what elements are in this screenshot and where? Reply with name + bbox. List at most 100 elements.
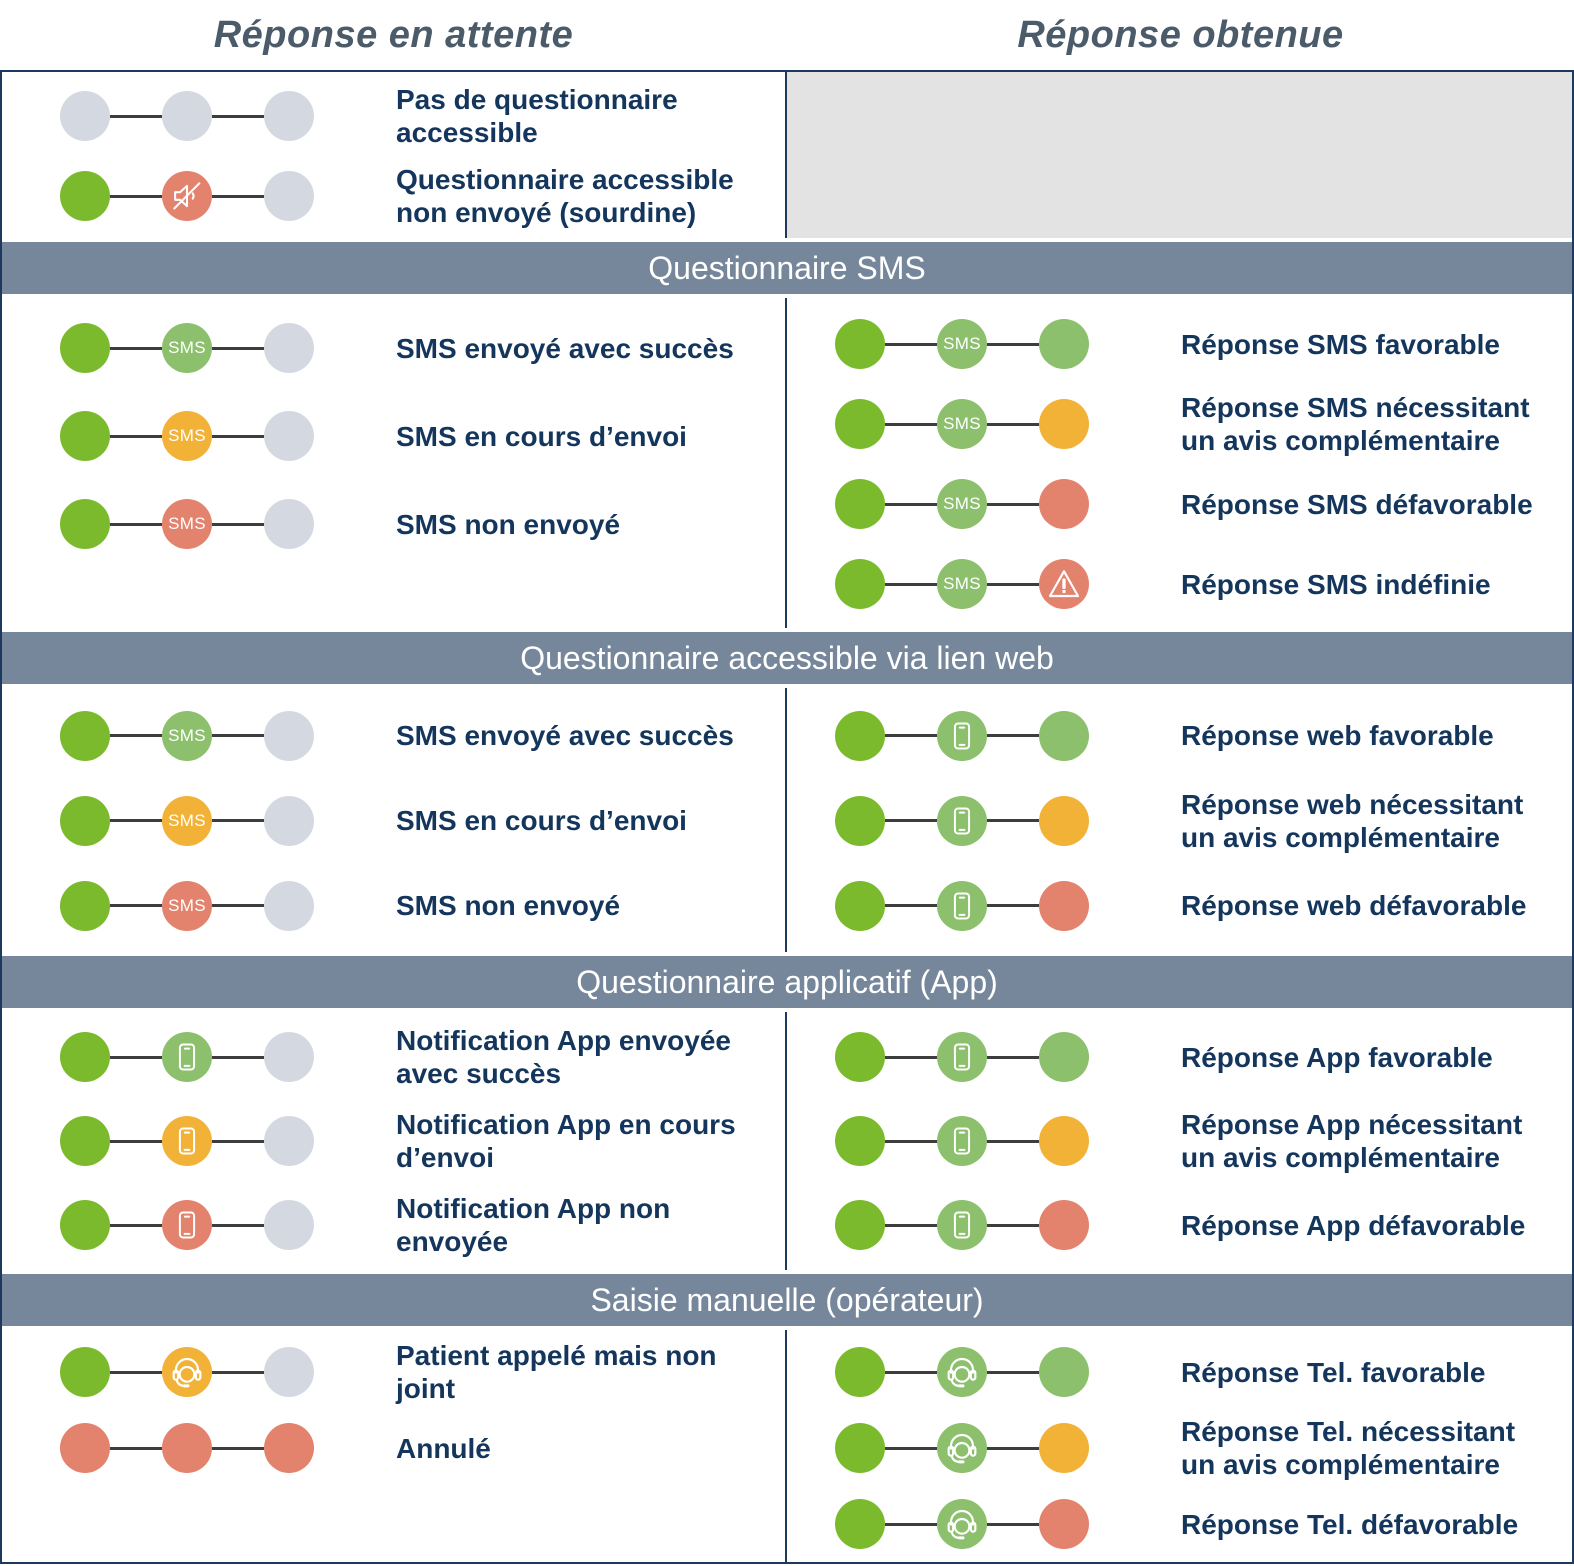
section-banner-manual: Saisie manuelle (opérateur) (2, 1274, 1572, 1326)
status-dot (1039, 559, 1089, 609)
status-row: Patient appelé mais non joint (2, 1334, 785, 1410)
status-label: Réponse SMS nécessitant un avis compléme… (1181, 392, 1530, 456)
status-dot: SMS (937, 399, 987, 449)
status-dot (1039, 1347, 1089, 1397)
column-header-left: Réponse en attente (213, 13, 574, 56)
status-dot (264, 880, 314, 931)
status-row: Notification App envoyée avec succès (2, 1015, 785, 1099)
connector (110, 346, 162, 350)
section-web-right-column: Réponse web favorable Réponse web nécess… (787, 688, 1572, 952)
connector (885, 1446, 937, 1450)
connector (110, 114, 162, 118)
connector (212, 1223, 264, 1227)
status-label: Réponse SMS favorable (1181, 328, 1500, 360)
connector (110, 904, 162, 907)
status-dot (60, 1423, 110, 1473)
section-app: Notification App envoyée avec succès Not… (2, 1012, 1572, 1270)
sms-icon: SMS (168, 810, 206, 830)
connector (987, 904, 1039, 907)
status-tracker: SMS (60, 411, 314, 461)
status-label: Réponse SMS défavorable (1181, 488, 1533, 520)
status-label: Réponse Tel. favorable (1181, 1356, 1486, 1388)
status-dot: SMS (937, 319, 987, 369)
status-dot (60, 171, 110, 221)
status-row: Réponse web défavorable (787, 863, 1572, 948)
connector (987, 819, 1039, 822)
connector (212, 1139, 264, 1143)
connector (885, 1223, 937, 1227)
status-label: Réponse Tel. défavorable (1181, 1508, 1519, 1540)
status-dot (162, 1200, 212, 1250)
status-row: SMS Réponse SMS favorable (787, 304, 1572, 384)
connector (885, 342, 937, 346)
connector (110, 1139, 162, 1143)
status-dot (835, 1032, 885, 1082)
status-dot (1039, 710, 1089, 761)
status-row: Réponse Tel. nécessitant un avis complém… (787, 1410, 1572, 1486)
status-label: Réponse web nécessitant un avis compléme… (1181, 788, 1524, 853)
status-dot (1039, 399, 1089, 449)
status-dot (162, 1347, 212, 1397)
status-dot (835, 1423, 885, 1473)
status-dot (835, 1116, 885, 1166)
connector (212, 734, 264, 737)
connector (987, 422, 1039, 426)
connector (885, 1370, 937, 1374)
status-tracker (60, 171, 314, 221)
status-dot (162, 1116, 212, 1166)
status-dot (835, 479, 885, 529)
status-tracker: SMS (835, 559, 1089, 609)
status-label: Réponse Tel. nécessitant un avis complém… (1181, 1416, 1516, 1480)
status-tracker (835, 1200, 1089, 1250)
sms-icon: SMS (943, 574, 981, 593)
connector (885, 422, 937, 426)
status-tracker: SMS (60, 880, 314, 931)
status-row: Notification App non envoyée (2, 1183, 785, 1267)
status-dot (60, 411, 110, 461)
sms-icon: SMS (943, 414, 981, 433)
status-row: Réponse App défavorable (787, 1183, 1572, 1267)
section-app-left-column: Notification App envoyée avec succès Not… (2, 1012, 787, 1270)
status-tracker (835, 1423, 1089, 1473)
status-dot (1039, 1116, 1089, 1166)
status-tracker (835, 1032, 1089, 1082)
connector (987, 1139, 1039, 1143)
status-dot (1039, 1499, 1089, 1549)
status-label: Annulé (396, 1432, 491, 1464)
sms-icon: SMS (168, 426, 206, 445)
status-legend-table: Pas de questionnaire accessible Question… (0, 70, 1574, 1564)
warning-icon (1048, 570, 1080, 598)
phone-icon (953, 722, 971, 749)
phone-icon (178, 1211, 196, 1239)
section-top-left-column: Pas de questionnaire accessible Question… (2, 72, 787, 238)
connector (987, 582, 1039, 586)
status-tracker: SMS (60, 710, 314, 761)
status-label: Réponse SMS indéfinie (1181, 568, 1491, 600)
connector (987, 1522, 1039, 1526)
status-dot (835, 1200, 885, 1250)
status-label: Réponse web défavorable (1181, 890, 1527, 921)
connector (212, 194, 264, 198)
connector (987, 342, 1039, 346)
status-dot (835, 399, 885, 449)
status-dot (162, 1032, 212, 1082)
status-dot (264, 795, 314, 846)
status-row: Réponse Tel. défavorable (787, 1486, 1572, 1562)
status-dot (835, 795, 885, 846)
status-dot (1039, 1200, 1089, 1250)
connector (110, 1055, 162, 1059)
connector (885, 1139, 937, 1143)
sms-icon: SMS (168, 514, 206, 533)
status-row: Réponse App favorable (787, 1015, 1572, 1099)
connector (987, 1223, 1039, 1227)
status-label: Pas de questionnaire accessible (396, 84, 678, 148)
status-label: Notification App non envoyée (396, 1193, 671, 1257)
status-label: SMS en cours d’envoi (396, 805, 687, 836)
status-label: Réponse App favorable (1181, 1041, 1493, 1073)
